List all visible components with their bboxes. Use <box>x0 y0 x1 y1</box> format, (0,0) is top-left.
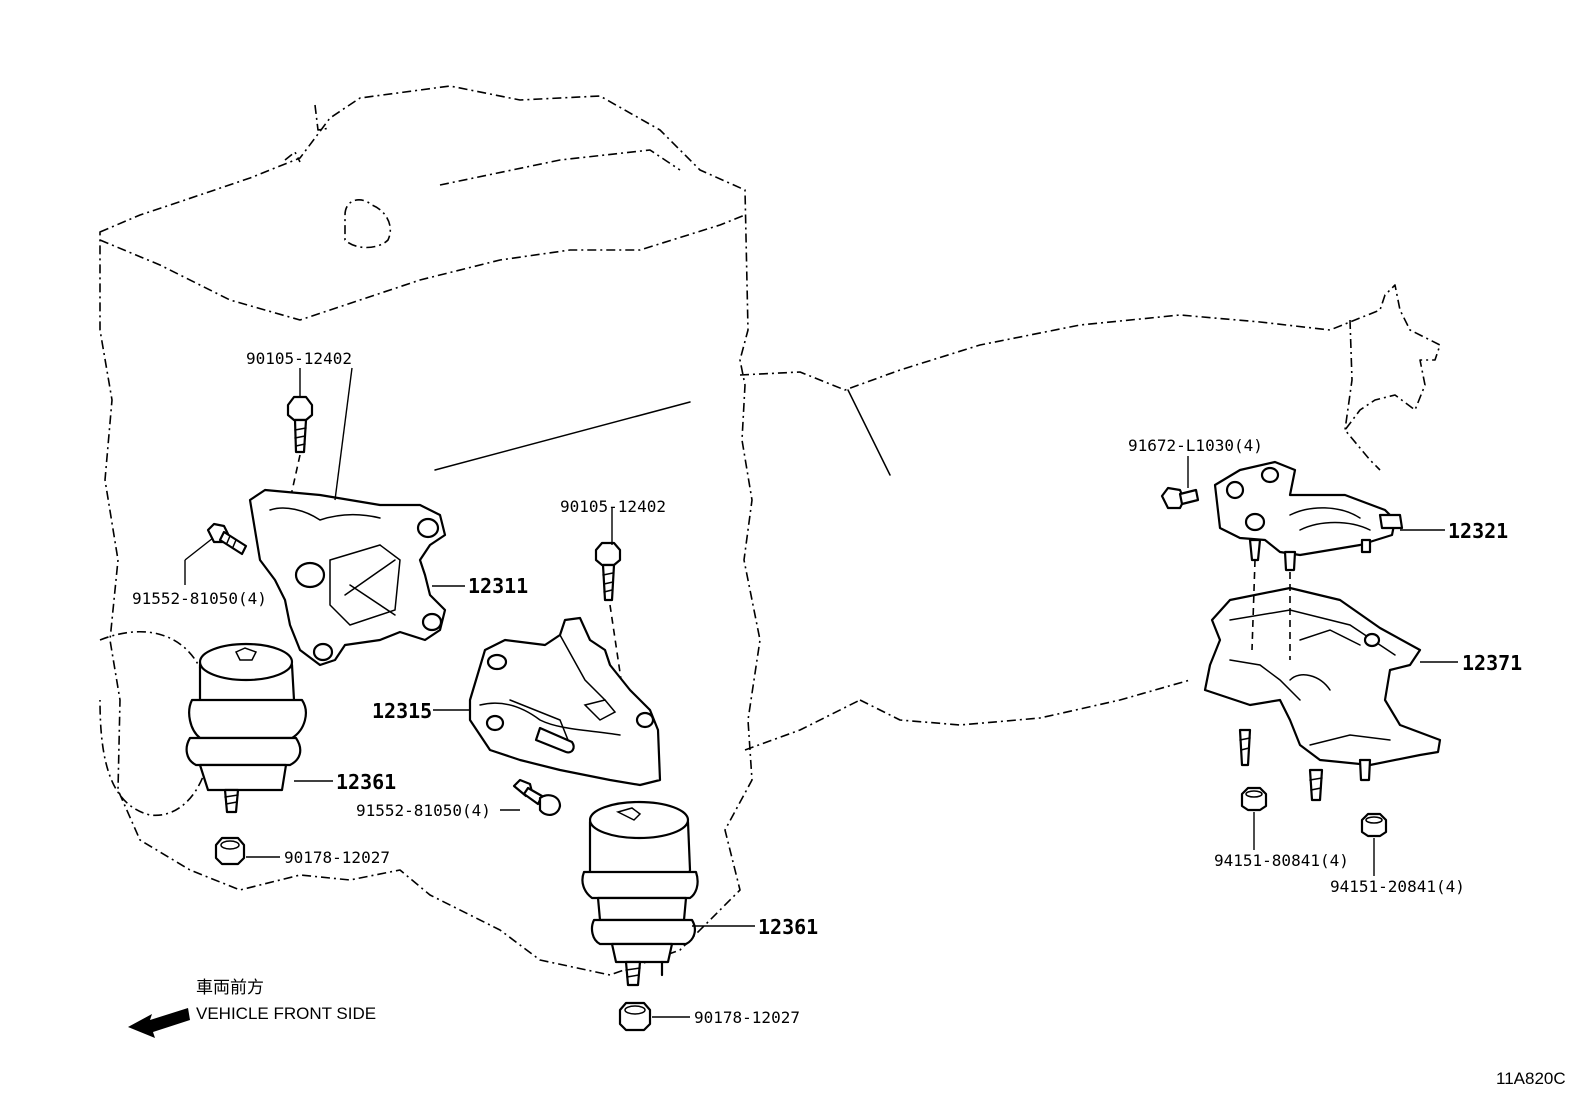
direction-label-japanese: 車両前方 <box>196 978 264 997</box>
rear-insulator-12321 <box>1213 460 1404 572</box>
engine-phantom-outline <box>99 85 761 976</box>
callout-bolt-bracket-center: 91552-81050(4) <box>356 801 491 820</box>
nut-rear-a <box>1240 786 1268 812</box>
callout-bolt-upper-center: 90105-12402 <box>560 497 666 516</box>
callout-nut-rear-b: 94151-20841(4) <box>1330 877 1465 896</box>
vehicle-front-arrow <box>128 1008 190 1038</box>
callout-bracket-12315: 12315 <box>372 699 432 723</box>
crossmember-12371 <box>1203 559 1442 802</box>
leader-lines <box>184 367 1458 1018</box>
callout-rear-insulator: 12321 <box>1448 519 1508 543</box>
callout-bolt-bracket-left: 91552-81050(4) <box>132 589 267 608</box>
callout-nut-left: 90178-12027 <box>284 848 390 867</box>
callout-crossmember: 12371 <box>1462 651 1522 675</box>
nut-rear-b <box>1360 812 1388 838</box>
callout-bolt-upper-left: 90105-12402 <box>246 349 352 368</box>
bolt-upper-left <box>286 395 314 501</box>
callout-bolt-rear: 91672-L1030(4) <box>1128 436 1263 455</box>
bolt-bracket-center <box>512 778 562 816</box>
engine-mount-bracket-12311 <box>248 488 447 667</box>
nut-center <box>618 1001 652 1032</box>
engine-mount-insulator-left <box>185 642 307 814</box>
callout-nut-center: 90178-12027 <box>694 1008 800 1027</box>
figure-id: 11A820C <box>1496 1069 1566 1088</box>
transmission-phantom-outline <box>739 284 1441 751</box>
engine-mount-bracket-12315 <box>468 616 662 787</box>
callout-nut-rear-a: 94151-80841(4) <box>1214 851 1349 870</box>
bolt-rear-mount <box>1160 486 1200 510</box>
direction-label-english: VEHICLE FRONT SIDE <box>196 1004 376 1023</box>
callout-bracket-12311: 12311 <box>468 574 528 598</box>
callout-insulator-left: 12361 <box>336 770 396 794</box>
callout-insulator-center: 12361 <box>758 915 818 939</box>
nut-left <box>214 836 246 866</box>
engine-mount-insulator-center <box>581 800 699 987</box>
bolt-bracket-left <box>206 522 248 556</box>
